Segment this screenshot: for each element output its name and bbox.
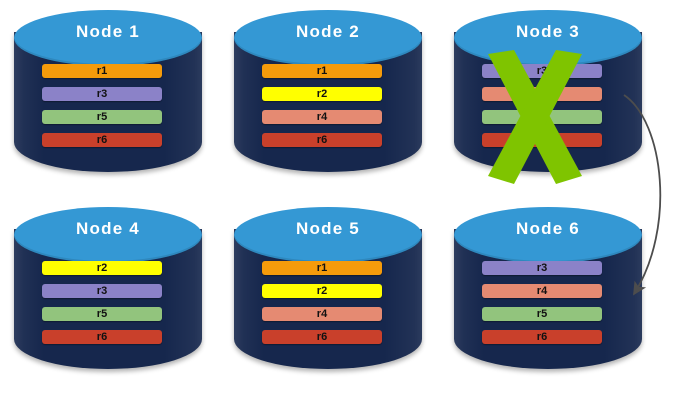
node-title: Node 6 <box>516 219 580 238</box>
record-bar[interactable]: r6 <box>482 133 602 147</box>
record-bar[interactable]: r6 <box>42 133 162 147</box>
node-cylinder-5[interactable]: Node 5 r1 r2 r4 r6 <box>234 207 422 383</box>
record-bar[interactable]: r5 <box>42 110 162 124</box>
node-title: Node 1 <box>76 22 140 41</box>
record-list: r3 r4 r5 r6 <box>482 261 602 344</box>
record-bar[interactable]: r2 <box>262 87 382 101</box>
record-bar[interactable]: r3 <box>42 284 162 298</box>
node-cylinder-2[interactable]: Node 2 r1 r2 r4 r6 <box>234 10 422 186</box>
record-bar[interactable]: r4 <box>262 110 382 124</box>
record-bar[interactable]: r3 <box>482 64 602 78</box>
record-bar[interactable]: r1 <box>42 64 162 78</box>
record-bar[interactable]: r5 <box>482 110 602 124</box>
cylinder-top-ellipse <box>234 207 422 263</box>
record-bar[interactable]: r6 <box>482 330 602 344</box>
record-bar[interactable]: r4 <box>262 307 382 321</box>
node-cylinder-3[interactable]: Node 3 r3 r4 r5 r6 <box>454 10 642 186</box>
cylinder-top-ellipse <box>454 207 642 263</box>
cylinder-top-ellipse <box>14 207 202 263</box>
record-bar[interactable]: r6 <box>42 330 162 344</box>
record-bar[interactable]: r3 <box>482 261 602 275</box>
record-bar[interactable]: r5 <box>482 307 602 321</box>
node-title: Node 5 <box>296 219 360 238</box>
record-bar[interactable]: r6 <box>262 330 382 344</box>
record-bar[interactable]: r2 <box>42 261 162 275</box>
record-list: r2 r3 r5 r6 <box>42 261 162 344</box>
record-bar[interactable]: r2 <box>262 284 382 298</box>
node-title: Node 2 <box>296 22 360 41</box>
record-list: r1 r3 r5 r6 <box>42 64 162 147</box>
record-bar[interactable]: r6 <box>262 133 382 147</box>
record-list: r1 r2 r4 r6 <box>262 64 382 147</box>
node-title: Node 4 <box>76 219 140 238</box>
record-bar[interactable]: r3 <box>42 87 162 101</box>
cylinder-top-ellipse <box>14 10 202 66</box>
node-cylinder-6[interactable]: Node 6 r3 r4 r5 r6 <box>454 207 642 383</box>
record-list: r1 r2 r4 r6 <box>262 261 382 344</box>
node-cylinder-1[interactable]: Node 1 r1 r3 r5 r6 <box>14 10 202 186</box>
record-bar[interactable]: r1 <box>262 261 382 275</box>
record-bar[interactable]: r4 <box>482 87 602 101</box>
record-bar[interactable]: r1 <box>262 64 382 78</box>
record-bar[interactable]: r5 <box>42 307 162 321</box>
node-cylinder-4[interactable]: Node 4 r2 r3 r5 r6 <box>14 207 202 383</box>
record-bar[interactable]: r4 <box>482 284 602 298</box>
node-title: Node 3 <box>516 22 580 41</box>
cylinder-top-ellipse <box>234 10 422 66</box>
record-list: r3 r4 r5 r6 <box>482 64 602 147</box>
